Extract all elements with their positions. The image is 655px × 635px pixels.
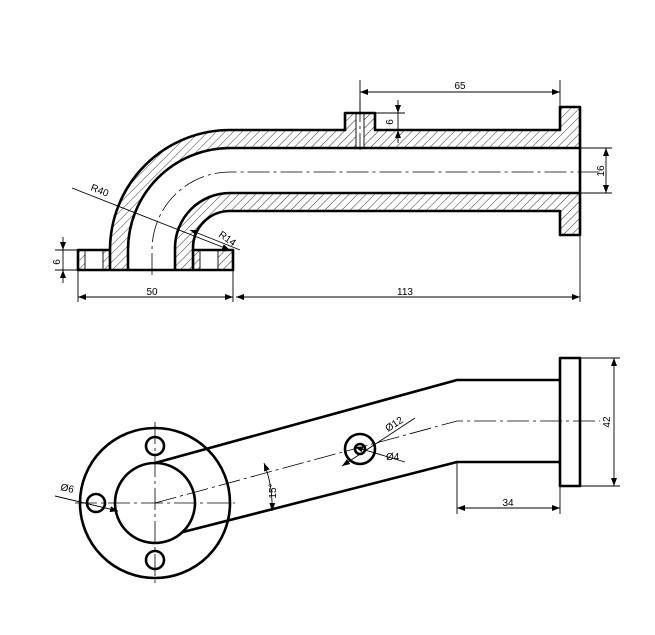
section-centerline [151,171,600,275]
dim-6-flange-label: 6 [52,259,63,265]
dim-34-label: 34 [502,498,514,509]
dim-113-label: 113 [397,287,413,298]
section-wall-lower [175,193,580,270]
section-outer-outline [76,105,582,272]
dim-42-label: 42 [602,416,613,428]
dim-dia6-label: Ø6 [59,482,75,496]
plan-view: Ø12 Ø4 42 15° Ø6 34 [54,356,620,585]
section-bore-outline [126,146,580,270]
dim-dia4-label: Ø4 [386,452,400,463]
dim-65-label: 65 [454,81,466,92]
plan-boss-inner [353,442,367,456]
plan-arm-centerline [154,420,600,504]
dim-angle-label: 15° [268,483,279,498]
plan-end-flange [558,356,582,488]
dim-50-label: 50 [146,287,158,298]
plan-arm-outline [154,378,560,465]
dim-16-label: 16 [596,165,607,177]
section-bore-outline-lower [173,191,580,270]
section-view: 65 6 16 R40 R14 6 50 113 [52,80,612,302]
dim-6-boss-label: 6 [385,119,396,125]
plan-boss-outer [343,432,377,466]
plan-arm-outline-lower [182,460,560,534]
dim-r40-label: R40 [89,183,111,200]
